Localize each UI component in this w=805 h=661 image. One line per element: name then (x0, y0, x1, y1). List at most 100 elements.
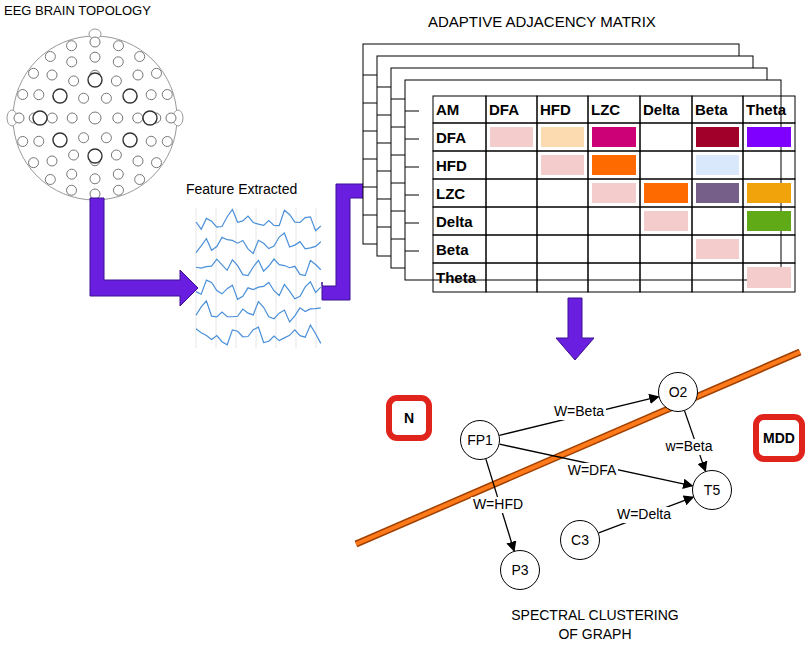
feature-signal (196, 325, 321, 345)
electrode (162, 136, 172, 146)
electrode (53, 133, 67, 147)
table-cell: Theta (436, 263, 476, 292)
node-text: T5 (704, 482, 720, 498)
electrode (143, 111, 157, 125)
electrode (133, 113, 143, 123)
cluster-boundary (356, 352, 800, 544)
electrode (47, 156, 57, 166)
electrode (113, 57, 123, 67)
electrode (88, 73, 102, 87)
electrode (47, 70, 57, 80)
table-cell: Beta (695, 96, 728, 123)
edge-label: W=Delta (615, 507, 673, 522)
electrode (146, 136, 156, 146)
electrode (113, 185, 123, 195)
electrode (111, 150, 121, 160)
electrode (133, 70, 143, 80)
directed-edge (599, 497, 694, 533)
edge-label: W=Beta (552, 404, 606, 419)
electrode (123, 133, 137, 147)
electrode (45, 52, 55, 62)
table-cell: Beta (436, 235, 469, 263)
electrode-node: T5 (692, 470, 732, 510)
electrode (166, 113, 176, 123)
electrode (18, 90, 28, 100)
node-text: FP1 (467, 432, 493, 448)
electrode (33, 111, 47, 125)
electrode (90, 37, 100, 47)
electrode (47, 113, 57, 123)
table-cell: LZC (591, 96, 620, 123)
table-cell: HFD (436, 151, 467, 179)
electrode (53, 89, 67, 103)
edge-label: W=HFD (471, 497, 525, 512)
electrode (113, 41, 123, 51)
table-cell: LZC (436, 179, 465, 207)
electrode (29, 68, 39, 78)
feature-signal (196, 233, 321, 253)
electrode (111, 76, 121, 86)
table-cell: HFD (540, 96, 571, 123)
electrode (162, 90, 172, 100)
node-text: MDD (763, 430, 795, 446)
node-text: O2 (669, 384, 688, 400)
node-text: C3 (571, 532, 589, 548)
electrode (67, 41, 77, 51)
node-text: P3 (511, 562, 528, 578)
electrode (79, 93, 89, 103)
electrode (34, 136, 44, 146)
class-box: N (386, 395, 432, 441)
electrode (146, 90, 156, 100)
electrode-node: O2 (658, 372, 698, 412)
table-cell: DFA (489, 96, 519, 123)
electrode (18, 136, 28, 146)
electrode (151, 158, 161, 168)
electrode (101, 133, 111, 143)
electrode (29, 158, 39, 168)
caption: SPECTRAL CLUSTERING OF GRAPH (510, 606, 680, 644)
electrode (113, 113, 123, 123)
feature-signal (196, 301, 321, 322)
table-cell: Delta (643, 96, 680, 123)
electrode-node: FP1 (460, 420, 500, 460)
electrode (113, 169, 123, 179)
electrode (88, 149, 102, 163)
feature-signal (196, 280, 321, 299)
table-cell: Theta (746, 96, 786, 123)
edge-label: w=Beta (663, 439, 714, 454)
feature-signal (196, 259, 321, 276)
electrode (79, 133, 89, 143)
electrode-node: C3 (560, 520, 600, 560)
electrode (135, 174, 145, 184)
electrode (90, 52, 100, 62)
electrode-node: P3 (500, 550, 540, 590)
table-cell: Delta (436, 207, 473, 235)
electrode (101, 93, 111, 103)
feature-plot (196, 208, 321, 348)
electrode (67, 113, 77, 123)
electrode (69, 76, 79, 86)
table-cell: AM (436, 96, 459, 123)
directed-edge (499, 397, 658, 436)
electrode (123, 89, 137, 103)
adjacency-matrix (363, 44, 795, 292)
electrode (135, 52, 145, 62)
electrode (67, 169, 77, 179)
electrode (69, 150, 79, 160)
electrode (34, 90, 44, 100)
section-title: EEG BRAIN TOPOLOGY (4, 4, 151, 18)
electrode (151, 68, 161, 78)
section-title: ADAPTIVE ADJACENCY MATRIX (428, 14, 656, 31)
electrode (14, 113, 24, 123)
section-title: Feature Extracted (186, 182, 297, 197)
electrode (67, 57, 77, 67)
node-text: N (404, 410, 414, 426)
electrode (45, 174, 55, 184)
electrode (90, 174, 100, 184)
electrode (89, 112, 101, 124)
feature-signal (196, 209, 321, 230)
electrode (67, 185, 77, 195)
